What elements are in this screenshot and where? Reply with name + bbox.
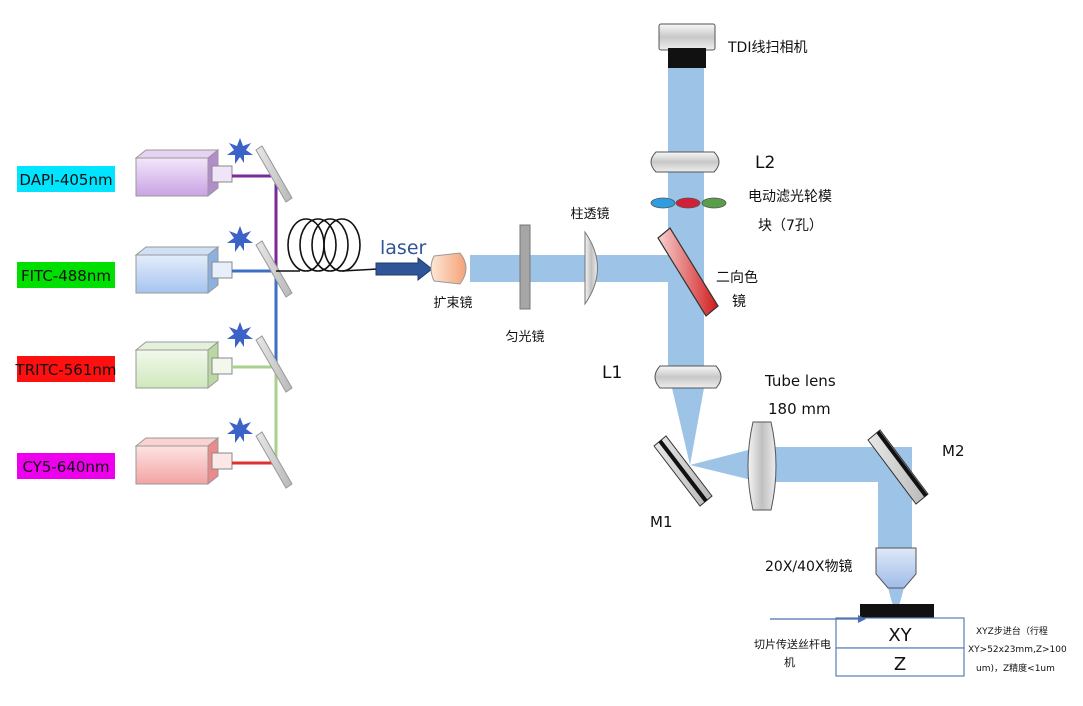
star-icon (227, 417, 253, 443)
label-bg-dapi (17, 166, 115, 192)
tdi-camera: TDI线扫相机 (658, 23, 807, 68)
sample-slide (860, 604, 934, 618)
stage-xy (835, 617, 965, 649)
label-dapi: DAPI-405nm (19, 171, 112, 189)
label-cylinder-lens: 柱透镜 (570, 207, 609, 222)
label-stage-xy: XY (888, 625, 912, 646)
label-laser: laser (380, 237, 427, 259)
lens-l2: L2 (650, 151, 775, 173)
label-m2: M2 (942, 442, 965, 460)
dichroic-mirror: 二向色 镜 (657, 227, 758, 317)
mirror-fitc (255, 240, 293, 298)
mirror-m2: M2 (867, 429, 965, 505)
laser-tritc-module (134, 340, 276, 390)
star-icon (227, 322, 253, 348)
label-stage-desc-1: XYZ步进台（行程 (976, 625, 1048, 637)
combining-mirrors (255, 145, 293, 489)
label-dichroic-1: 二向色 (716, 269, 758, 286)
label-stage-desc-3: um)，Z精度<1um (976, 662, 1055, 674)
label-bg-tritc (17, 356, 115, 382)
star-icon (227, 226, 253, 252)
label-bg-cy5 (17, 453, 115, 479)
label-tritc: TRITC-561nm (15, 361, 117, 379)
label-homogenizer: 匀光镜 (505, 330, 544, 345)
laser-star-icons (227, 138, 253, 443)
laser-labels: DAPI-405nm FITC-488nm TRITC-561nm CY5-64… (15, 166, 117, 479)
tube-lens: Tube lens 180 mm (747, 372, 836, 511)
laser-dapi-module (134, 148, 276, 198)
label-l2: L2 (755, 153, 775, 173)
label-stage-desc-2: XY>52x23mm,Z>100 (968, 645, 1067, 655)
label-m1: M1 (650, 513, 673, 531)
mirror-tritc (255, 335, 293, 393)
objective-lens: 20X/40X物镜 (765, 547, 917, 589)
label-slide-screw-1: 切片传送丝杆电 (754, 637, 831, 651)
label-dichroic-2: 镜 (732, 294, 746, 310)
label-filter-wheel-1: 电动滤光轮模 (748, 189, 832, 205)
label-bg-fitc (17, 262, 115, 288)
label-cy5: CY5-640nm (22, 458, 109, 476)
lens-l1: L1 (602, 363, 722, 389)
label-tube-lens-1: Tube lens (764, 372, 836, 390)
beam-m1-to-m2 (690, 447, 900, 482)
beam-expander: 扩束镜 (430, 252, 473, 311)
stage-description: XYZ步进台（行程 XY>52x23mm,Z>100 um)，Z精度<1um (968, 625, 1067, 674)
label-slide-screw-2: 机 (784, 655, 795, 669)
xyz-stage: XY Z (835, 604, 965, 677)
label-camera: TDI线扫相机 (727, 40, 807, 56)
label-objective: 20X/40X物镜 (765, 559, 853, 575)
mirror-m1: M1 (650, 435, 713, 531)
laser-arrow: laser (375, 237, 433, 282)
cylinder-lens: 柱透镜 (570, 207, 610, 306)
filter-wheel: 电动滤光轮模 块（7孔） (650, 189, 832, 234)
beam-horizontal-to-dichroic (470, 255, 686, 282)
label-tube-lens-2: 180 mm (768, 400, 831, 418)
label-fitc: FITC-488nm (21, 267, 111, 285)
laser-cy5-module (134, 436, 276, 486)
stage-z (835, 647, 965, 677)
beam-cone-to-m1 (672, 388, 704, 465)
mirror-cy5 (255, 431, 293, 489)
fiber-coil (276, 218, 379, 272)
homogenizer: 匀光镜 (505, 224, 545, 345)
label-stage-z: Z (894, 654, 906, 675)
label-filter-wheel-2: 块（7孔） (758, 218, 823, 234)
slide-transport: 切片传送丝杆电 机 (754, 615, 866, 669)
label-beam-expander: 扩束镜 (433, 296, 472, 311)
beam-cone-top (668, 68, 704, 150)
star-icon (227, 138, 253, 164)
laser-fitc-module (134, 245, 276, 295)
mirror-dapi (255, 145, 293, 203)
label-l1: L1 (602, 363, 622, 383)
beam-obj-to-sample (888, 588, 904, 606)
